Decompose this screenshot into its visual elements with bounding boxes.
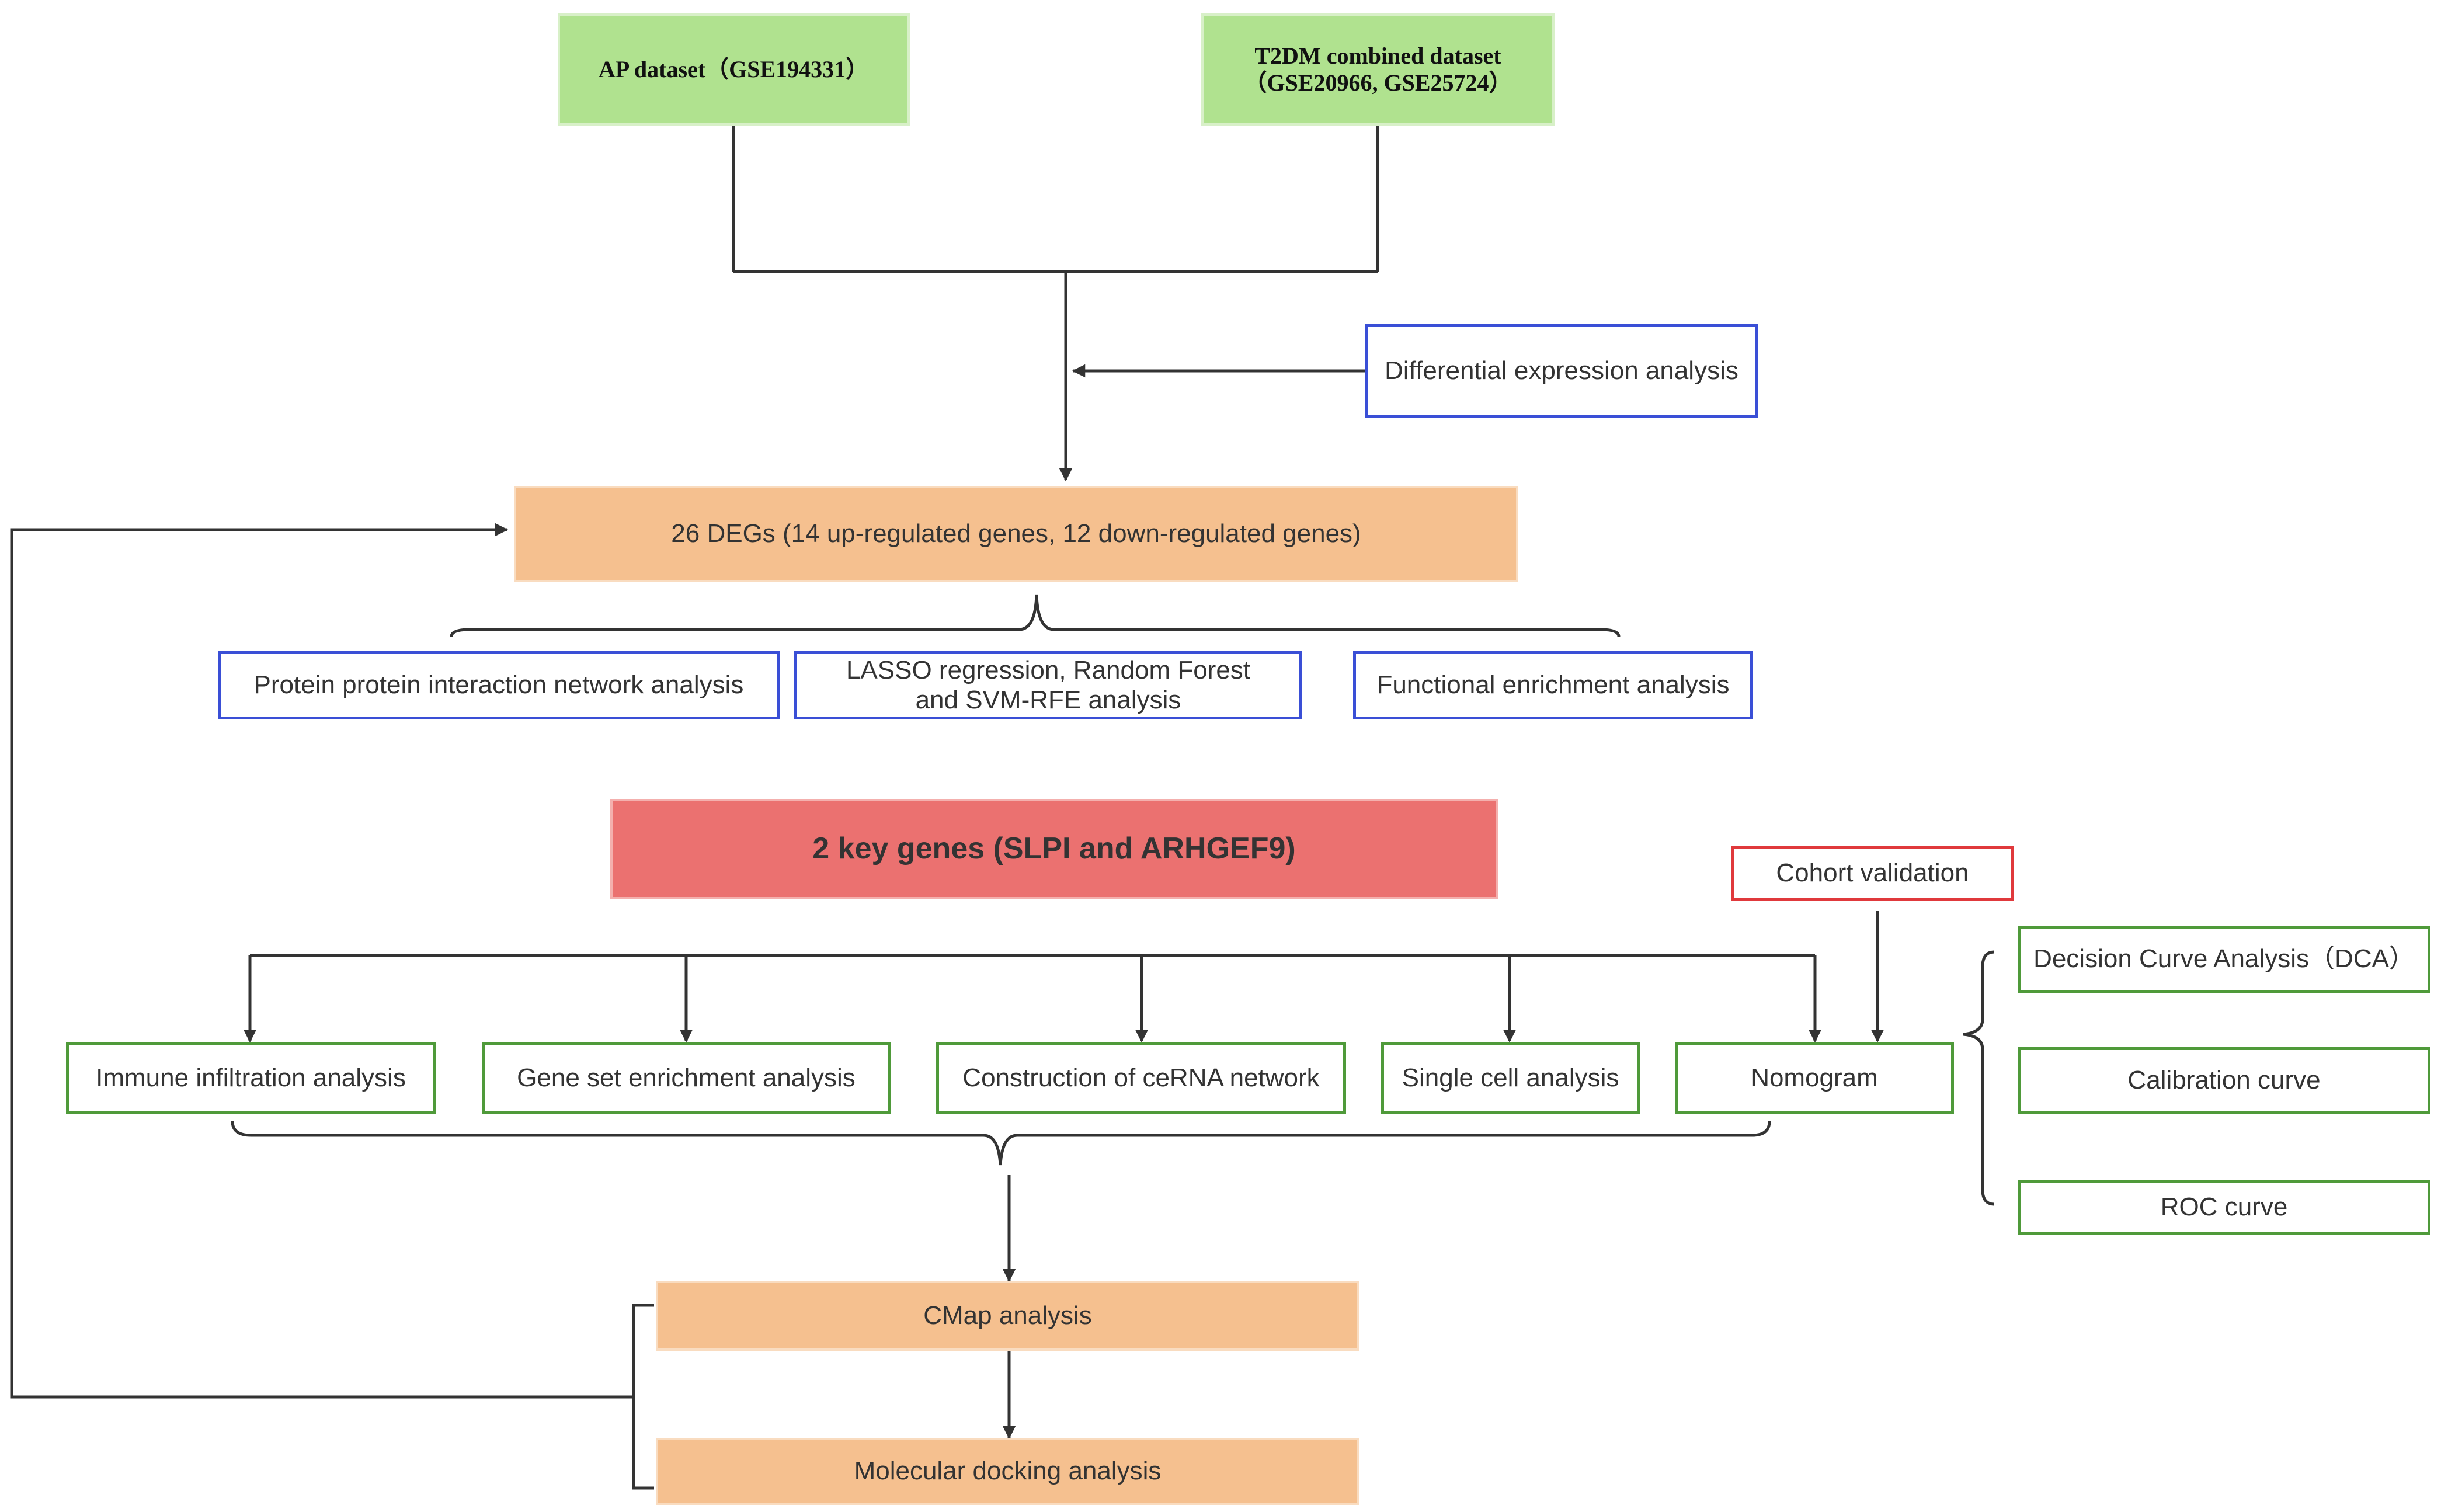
immune-infiltration-box: Immune infiltration analysis	[66, 1042, 436, 1114]
functional-enrichment-box: Functional enrichment analysis	[1353, 651, 1753, 719]
ppi-analysis-box: Protein protein interaction network anal…	[218, 651, 780, 719]
t2dm-dataset-box: T2DM combined dataset （GSE20966, GSE2572…	[1201, 13, 1555, 126]
brace-nomogram-to-evaluations	[1963, 950, 1995, 1206]
dca-box: Decision Curve Analysis（DCA）	[2018, 926, 2430, 993]
calibration-curve-box: Calibration curve	[2018, 1047, 2430, 1114]
ap-dataset-box: AP dataset（GSE194331）	[558, 13, 910, 126]
brace-degs-to-analyses	[450, 594, 1621, 637]
gsea-box: Gene set enrichment analysis	[482, 1042, 891, 1114]
ml-selection-box: LASSO regression, Random Forest and SVM-…	[794, 651, 1302, 719]
brace-analyses-to-cmap	[231, 1121, 1771, 1166]
differential-expression-box: Differential expression analysis	[1365, 324, 1758, 418]
bracket-cmap-docking	[632, 1304, 654, 1490]
cohort-validation-box: Cohort validation	[1731, 846, 2014, 901]
degs-box: 26 DEGs (14 up-regulated genes, 12 down-…	[514, 486, 1518, 582]
cerna-network-box: Construction of ceRNA network	[936, 1042, 1346, 1114]
roc-curve-box: ROC curve	[2018, 1180, 2430, 1235]
cmap-analysis-box: CMap analysis	[656, 1281, 1359, 1351]
nomogram-box: Nomogram	[1675, 1042, 1954, 1114]
key-genes-box: 2 key genes (SLPI and ARHGEF9)	[610, 799, 1498, 899]
single-cell-box: Single cell analysis	[1381, 1042, 1640, 1114]
feedback-loop-to-degs	[10, 523, 634, 1399]
molecular-docking-box: Molecular docking analysis	[656, 1438, 1359, 1505]
